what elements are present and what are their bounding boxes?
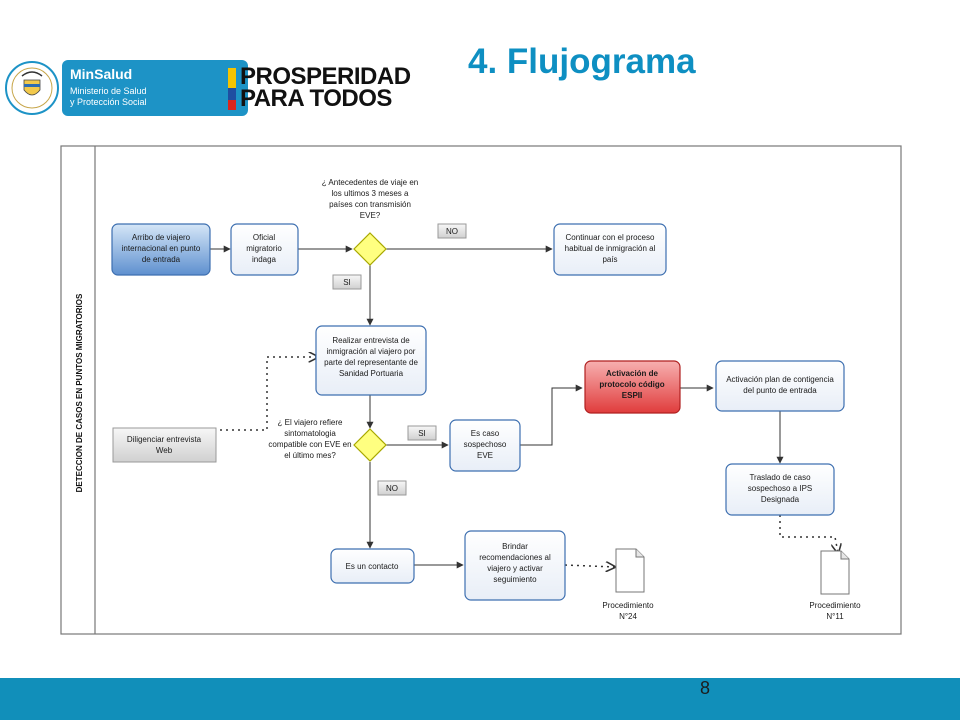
task-oficial-line-2: migratorio [246,244,282,253]
task-plan: Activación plan de contigencia del punto… [715,360,845,412]
swimlane-label: DETECCION DE CASOS EN PUNTOS MIGRATORIOS [75,293,84,492]
task-es-caso: Es caso sospechoso EVE [449,419,521,472]
dotted-brindar-proc24 [564,565,615,567]
task-es-caso-line-1: Es caso [471,429,500,438]
task-continuar-line-1: Continuar con el proceso [566,233,655,242]
decision-q1: ¿ Antecedentes de viaje en los ultimos 3… [322,178,419,266]
document-proc24-line-1: Procedimiento [602,601,654,610]
task-contacto-line-1: Es un contacto [346,562,399,571]
task-traslado-line-1: Traslado de caso [749,473,811,482]
task-oficial-line-1: Oficial [253,233,275,242]
task-oficial: Oficial migratorio indaga [230,223,299,276]
arrow-escaso-activacion [520,384,583,446]
decision-q2-line-4: el último mes? [284,451,336,460]
decision-q1-line-3: países con transmisión [329,200,411,209]
minsalud-logo [4,60,248,116]
svg-text:NO: NO [386,484,398,493]
decision-q2-line-1: ¿ El viajero refiere [278,418,343,427]
task-activacion-line-3: ESPII [622,391,642,400]
document-icon [820,550,850,595]
task-brindar-line-3: viajero y activar [487,564,543,573]
task-traslado: Traslado de caso sospechoso a IPS Design… [725,463,835,516]
task-activacion-line-2: protocolo código [599,380,664,389]
branch-label-si-2: SI [407,425,437,441]
task-arribo-line-3: de entrada [142,255,181,264]
task-oficial-line-3: indaga [252,255,277,264]
decision-q1-line-2: los ultimos 3 meses a [332,189,409,198]
task-brindar-line-2: recomendaciones al [479,553,551,562]
connectors [172,245,838,567]
task-entrevista-line-2: inmigración al viajero por [327,347,416,356]
task-entrevista-line-3: parte del representante de [324,358,418,367]
task-plan-line-2: del punto de entrada [743,386,817,395]
footer-bar [0,678,960,720]
svg-text:SI: SI [343,278,351,287]
task-arribo-line-2: internacional en punto [122,244,201,253]
decision-q1-line-1: ¿ Antecedentes de viaje en [322,178,419,187]
minsalud-name: MinSalud [70,66,133,82]
task-traslado-line-2: sospechoso a IPS [748,484,812,493]
decision-q2: ¿ El viajero refiere sintomatologia comp… [268,418,387,462]
document-proc24: Procedimiento N°24 [602,548,654,621]
decision-q2-line-3: compatible con EVE en [268,440,351,449]
prosperidad-line-1: PROSPERIDAD [240,63,411,90]
decision-q2-line-2: sintomatologia [284,429,336,438]
dotted-traslado-proc11 [779,515,838,553]
task-plan-line-1: Activación plan de contigencia [726,375,834,384]
flowchart: DETECCION DE CASOS EN PUNTOS MIGRATORIOS… [60,145,902,635]
svg-text:SI: SI [418,429,426,438]
document-icon [615,548,645,593]
task-brindar-line-4: seguimiento [493,575,537,584]
task-arribo: Arribo de viajero internacional en punto… [111,223,211,276]
document-proc11-line-2: N°11 [826,612,844,621]
task-traslado-line-3: Designada [761,495,800,504]
minsalud-subtitle-1: Ministerio de Salud [70,86,147,96]
branch-label-no-1: NO [437,223,467,239]
task-entrevista-line-4: Sanidad Portuaria [339,369,404,378]
dotted-diligenciar-entrevista [172,357,318,431]
minsalud-subtitle-2: y Protección Social [70,97,147,107]
task-contacto: Es un contacto [330,548,415,584]
task-entrevista-line-1: Realizar entrevista de [332,336,410,345]
task-continuar: Continuar con el proceso habitual de inm… [553,223,667,276]
branch-label-si-1: SI [332,274,362,290]
task-continuar-line-2: habitual de inmigración al [565,244,656,253]
prosperidad-line-2: PARA TODOS [240,85,392,112]
document-proc24-line-2: N°24 [619,612,637,621]
task-brindar-line-1: Brindar [502,542,528,551]
task-entrevista: Realizar entrevista de inmigración al vi… [315,325,427,396]
task-activacion-line-1: Activación de [606,369,659,378]
input-diligenciar: Diligenciar entrevista Web [112,427,217,463]
branch-label-no-2: NO [377,480,407,496]
task-es-caso-line-2: sospechoso [464,440,507,449]
svg-text:NO: NO [446,227,458,236]
task-activacion: Activación de protocolo código ESPII [584,360,681,414]
page-number: 8 [699,678,710,698]
task-brindar: Brindar recomendaciones al viajero y act… [464,530,566,601]
decision-q1-line-4: EVE? [360,211,381,220]
task-es-caso-line-3: EVE [477,451,493,460]
input-diligenciar-line-2: Web [156,446,173,455]
document-proc11-line-1: Procedimiento [809,601,861,610]
task-arribo-line-1: Arribo de viajero [132,233,191,242]
task-continuar-line-3: país [602,255,617,264]
input-diligenciar-line-1: Diligenciar entrevista [127,435,202,444]
document-proc11: Procedimiento N°11 [809,550,861,621]
slide-title: 4. Flujograma [468,42,696,81]
